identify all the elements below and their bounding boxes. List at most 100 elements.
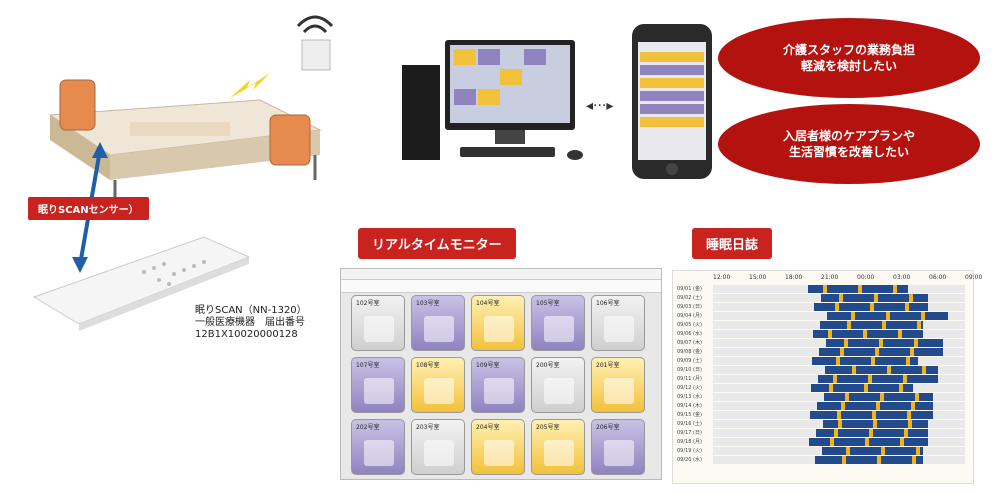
awake-block bbox=[915, 393, 919, 401]
room-tile[interactable]: 108号室 bbox=[411, 357, 465, 413]
room-name: 201号室 bbox=[596, 362, 620, 369]
room-tile[interactable]: 206号室 bbox=[591, 419, 645, 475]
awake-block bbox=[839, 294, 843, 302]
awake-block bbox=[835, 303, 839, 311]
awake-block bbox=[829, 384, 833, 392]
bed-illustration bbox=[48, 79, 322, 200]
bed-status-icon bbox=[604, 440, 634, 466]
diary-row: 09/16 (土) bbox=[677, 420, 965, 428]
room-tile[interactable]: 106号室 bbox=[591, 295, 645, 351]
diary-row-label: 09/10 (日) bbox=[677, 367, 702, 373]
awake-block bbox=[852, 366, 856, 374]
room-tile[interactable]: 200号室 bbox=[531, 357, 585, 413]
room-name: 102号室 bbox=[356, 300, 380, 307]
diary-row-label: 09/19 (火) bbox=[677, 448, 702, 454]
sync-arrows-icon: ◂···▸ bbox=[586, 98, 614, 114]
awake-block bbox=[844, 339, 848, 347]
awake-block bbox=[900, 438, 904, 446]
room-tile[interactable]: 204号室 bbox=[471, 419, 525, 475]
awake-block bbox=[872, 411, 876, 419]
diary-row: 09/04 (月) bbox=[677, 312, 965, 320]
diary-row: 09/18 (月) bbox=[677, 438, 965, 446]
diary-row: 09/17 (日) bbox=[677, 429, 965, 437]
awake-block bbox=[911, 402, 915, 410]
awake-block bbox=[881, 447, 885, 455]
sleep-block bbox=[820, 321, 923, 329]
bed-status-icon bbox=[544, 378, 574, 404]
room-tile[interactable]: 103号室 bbox=[411, 295, 465, 351]
room-tile[interactable]: 107号室 bbox=[351, 357, 405, 413]
room-name: 104号室 bbox=[476, 300, 500, 307]
diary-row-label: 09/14 (木) bbox=[677, 403, 702, 409]
awake-block bbox=[851, 312, 855, 320]
awake-block bbox=[886, 312, 890, 320]
sleep-block bbox=[822, 447, 923, 455]
awake-block bbox=[833, 375, 837, 383]
diary-row-label: 09/20 (水) bbox=[677, 457, 702, 463]
awake-block bbox=[907, 411, 911, 419]
awake-block bbox=[837, 411, 841, 419]
sensor-label: 眠りSCANセンサー） bbox=[28, 197, 149, 220]
awake-block bbox=[846, 447, 850, 455]
sleep-block bbox=[817, 402, 933, 410]
monitor-titlebar bbox=[341, 269, 661, 280]
diary-row: 09/14 (木) bbox=[677, 402, 965, 410]
diary-time-label: 03:00 bbox=[893, 274, 911, 281]
awake-block bbox=[863, 330, 867, 338]
goal-text-1: 介護スタッフの業務負担 軽減を検討したい bbox=[782, 43, 915, 73]
awake-block bbox=[858, 285, 862, 293]
awake-block bbox=[840, 348, 844, 356]
diary-row-label: 09/08 (金) bbox=[677, 349, 702, 355]
diary-row: 09/19 (火) bbox=[677, 447, 965, 455]
diary-row-label: 09/11 (月) bbox=[677, 376, 702, 382]
room-tile[interactable]: 104号室 bbox=[471, 295, 525, 351]
bed-status-icon bbox=[484, 378, 514, 404]
awake-block bbox=[830, 438, 834, 446]
room-tile[interactable]: 203号室 bbox=[411, 419, 465, 475]
room-tile[interactable]: 102号室 bbox=[351, 295, 405, 351]
diary-row-label: 09/07 (木) bbox=[677, 340, 702, 346]
diary-row-label: 09/13 (水) bbox=[677, 394, 702, 400]
awake-block bbox=[922, 366, 926, 374]
diary-row: 09/09 (土) bbox=[677, 357, 965, 365]
diary-time-label: 09:00 bbox=[965, 274, 983, 281]
room-name: 200号室 bbox=[536, 362, 560, 369]
diary-time-label: 00:00 bbox=[857, 274, 875, 281]
awake-block bbox=[838, 420, 842, 428]
diary-row-label: 09/15 (金) bbox=[677, 412, 702, 418]
diary-row-label: 09/12 (火) bbox=[677, 385, 702, 391]
diary-row: 09/03 (日) bbox=[677, 303, 965, 311]
awake-block bbox=[909, 294, 913, 302]
room-name: 203号室 bbox=[416, 424, 440, 431]
awake-block bbox=[904, 429, 908, 437]
bed-status-icon bbox=[424, 440, 454, 466]
awake-block bbox=[880, 393, 884, 401]
room-tile[interactable]: 109号室 bbox=[471, 357, 525, 413]
bed-status-icon bbox=[424, 316, 454, 342]
room-name: 202号室 bbox=[356, 424, 380, 431]
awake-block bbox=[908, 420, 912, 428]
product-line1: 眠りSCAN（NN-1320） bbox=[195, 305, 307, 316]
sleep-block bbox=[826, 339, 943, 347]
awake-block bbox=[877, 456, 881, 464]
awake-block bbox=[870, 303, 874, 311]
room-name: 103号室 bbox=[416, 300, 440, 307]
diary-row: 09/01 (金) bbox=[677, 285, 965, 293]
bed-status-icon bbox=[484, 316, 514, 342]
room-tile[interactable]: 205号室 bbox=[531, 419, 585, 475]
bed-status-icon bbox=[544, 316, 574, 342]
room-tile[interactable]: 105号室 bbox=[531, 295, 585, 351]
diary-time-label: 06:00 bbox=[929, 274, 947, 281]
awake-block bbox=[869, 429, 873, 437]
room-tile[interactable]: 201号室 bbox=[591, 357, 645, 413]
awake-block bbox=[916, 447, 920, 455]
goal-ellipse-2: 入居者様のケアプランや 生活習慣を改善したい bbox=[718, 104, 980, 184]
router-icon bbox=[296, 15, 334, 71]
room-tile[interactable]: 202号室 bbox=[351, 419, 405, 475]
room-name: 205号室 bbox=[536, 424, 560, 431]
desktop-pc-illustration bbox=[402, 40, 583, 160]
diary-row-label: 09/09 (土) bbox=[677, 358, 702, 364]
awake-block bbox=[917, 321, 921, 329]
